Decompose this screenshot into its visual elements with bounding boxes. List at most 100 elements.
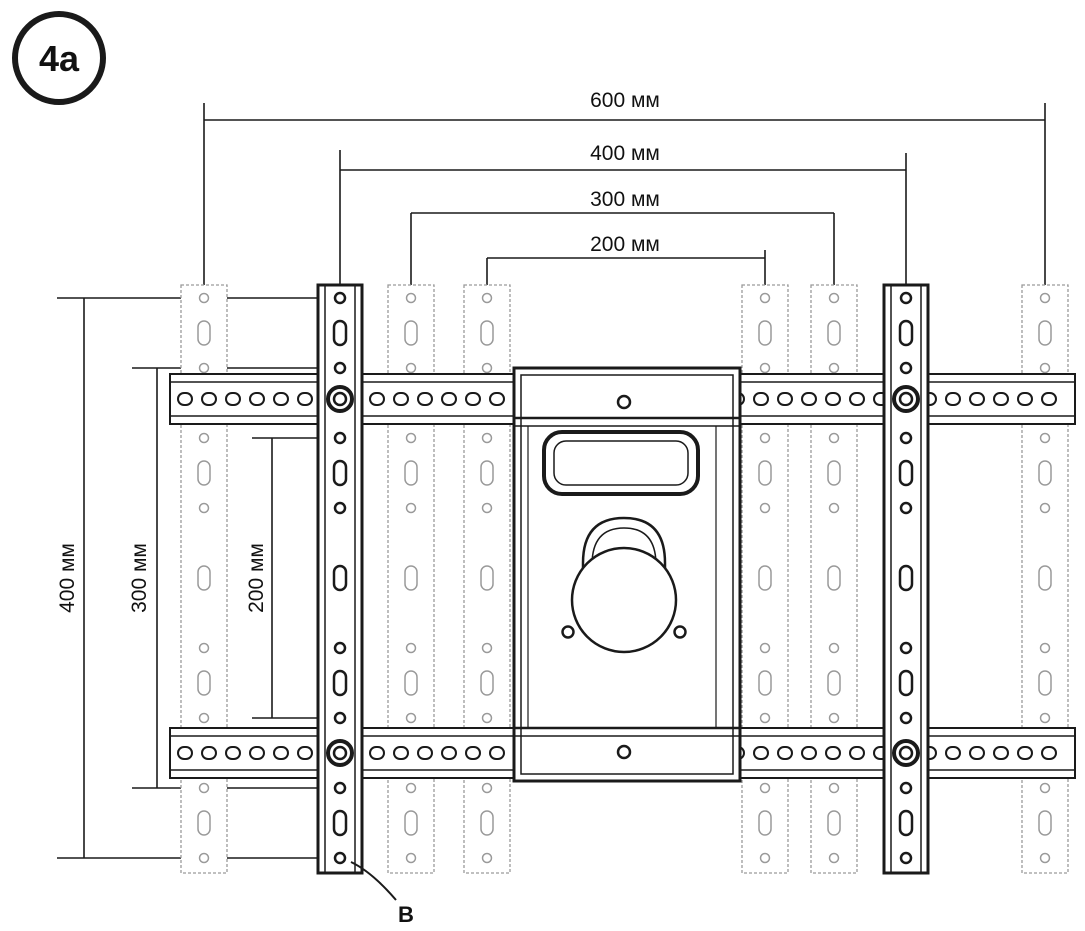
bracket-slot-icon	[197, 810, 211, 836]
bracket-hole-icon	[828, 362, 840, 374]
bracket-slot-icon	[404, 460, 418, 486]
dim-label-400-h: 400 мм	[590, 142, 660, 165]
bracket-slot-icon	[758, 460, 772, 486]
rail-slot-icon	[825, 392, 841, 406]
rail-slot-icon	[177, 746, 193, 760]
bracket-hole-icon	[481, 782, 493, 794]
bracket-slot-icon	[827, 565, 841, 591]
bracket-hole-icon	[828, 712, 840, 724]
bolt-icon	[892, 739, 920, 767]
bracket-hole-icon	[333, 291, 347, 305]
bracket-hole-icon	[899, 641, 913, 655]
bracket-hole-icon	[759, 502, 771, 514]
rail-slot-icon	[225, 392, 241, 406]
bracket-hole-icon	[198, 712, 210, 724]
bracket-slot-icon	[1038, 320, 1052, 346]
rail-slot-icon	[969, 392, 985, 406]
step-badge-label: 4a	[39, 38, 80, 79]
dim-label-300-h: 300 мм	[590, 188, 660, 211]
bracket-hole-icon	[1039, 852, 1051, 864]
bracket-slot-icon	[332, 809, 348, 837]
bracket-hole-icon	[759, 712, 771, 724]
bracket-hole-icon	[899, 431, 913, 445]
bolt-icon	[892, 385, 920, 413]
bracket-hole-icon	[333, 501, 347, 515]
bracket-hole-icon	[481, 502, 493, 514]
bracket-hole-icon	[759, 362, 771, 374]
rail-slot-icon	[825, 746, 841, 760]
bracket-slot-icon	[758, 565, 772, 591]
rail-slot-icon	[465, 746, 481, 760]
bracket-slot-icon	[758, 810, 772, 836]
bracket-slot-icon	[404, 565, 418, 591]
rail-slot-icon	[417, 392, 433, 406]
bracket-hole-icon	[198, 432, 210, 444]
bracket-slot-icon	[827, 810, 841, 836]
rail-slot-icon	[369, 392, 385, 406]
dim-label-300-v: 300 мм	[128, 543, 151, 613]
rail-slot-icon	[441, 392, 457, 406]
bracket-hole-icon	[198, 292, 210, 304]
rail-slot-icon	[225, 746, 241, 760]
rail-slot-icon	[417, 746, 433, 760]
rail-slot-icon	[1041, 392, 1057, 406]
bracket-hole-icon	[1039, 432, 1051, 444]
bracket-slot-icon	[898, 564, 914, 592]
rail-slot-icon	[177, 392, 193, 406]
bracket-hole-icon	[899, 361, 913, 375]
bracket-hole-icon	[405, 502, 417, 514]
rail-slot-icon	[273, 746, 289, 760]
bracket-hole-icon	[1039, 292, 1051, 304]
bracket-hole-icon	[759, 432, 771, 444]
rail-slot-icon	[369, 746, 385, 760]
bracket-slot-icon	[404, 670, 418, 696]
bracket-slot-icon	[898, 669, 914, 697]
bracket-hole-icon	[1039, 642, 1051, 654]
rail-slot-icon	[777, 746, 793, 760]
bracket-hole-icon	[1039, 362, 1051, 374]
dim-label-400-v: 400 мм	[56, 543, 79, 613]
bracket-hole-icon	[405, 642, 417, 654]
rail-slot-icon	[849, 392, 865, 406]
bracket-hole-icon	[198, 852, 210, 864]
bracket-hole-icon	[759, 852, 771, 864]
bracket-slot-icon	[332, 669, 348, 697]
bracket-hole-icon	[333, 711, 347, 725]
rail-slot-icon	[393, 746, 409, 760]
rail-slot-icon	[393, 392, 409, 406]
rail-slot-icon	[1017, 746, 1033, 760]
step-badge: 4a	[12, 11, 106, 105]
bracket-slot-icon	[197, 670, 211, 696]
rail-slot-icon	[753, 746, 769, 760]
bracket-hole-icon	[333, 641, 347, 655]
bracket-hole-icon	[405, 292, 417, 304]
callout-b-label: B	[398, 902, 414, 927]
bracket-hole-icon	[828, 432, 840, 444]
rail-slot-icon	[993, 746, 1009, 760]
bracket-hole-icon	[759, 642, 771, 654]
bracket-slot-icon	[1038, 810, 1052, 836]
rail-slot-icon	[273, 392, 289, 406]
plate-screw-right-icon	[673, 625, 687, 639]
bracket-hole-icon	[198, 362, 210, 374]
bracket-hole-icon	[333, 431, 347, 445]
rail-slot-icon	[489, 746, 505, 760]
bracket-hole-icon	[481, 432, 493, 444]
bracket-hole-icon	[1039, 502, 1051, 514]
bracket-slot-icon	[404, 320, 418, 346]
rail-slot-icon	[993, 392, 1009, 406]
bracket-hole-icon	[198, 782, 210, 794]
rail-slot-icon	[297, 746, 313, 760]
bracket-slot-icon	[1038, 670, 1052, 696]
plate-screw-bottom-icon	[616, 744, 632, 760]
rail-slot-icon	[945, 746, 961, 760]
rail-slot-icon	[489, 392, 505, 406]
bracket-slot-icon	[827, 460, 841, 486]
dim-label-600-h: 600 мм	[590, 89, 660, 112]
rail-slot-icon	[777, 392, 793, 406]
bracket-hole-icon	[899, 711, 913, 725]
rail-slot-icon	[801, 392, 817, 406]
bracket-hole-icon	[759, 292, 771, 304]
bracket-hole-icon	[481, 712, 493, 724]
